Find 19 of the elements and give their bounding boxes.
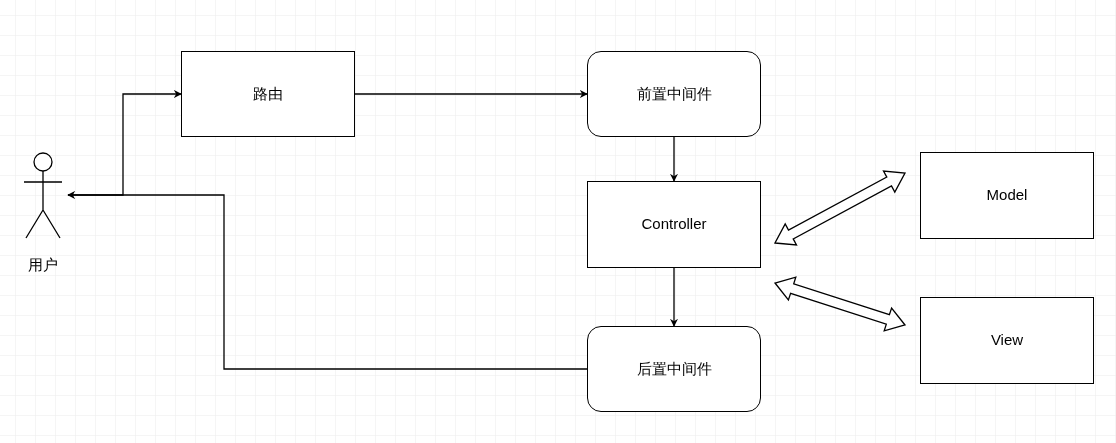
double-block-arrow <box>773 170 907 246</box>
box-label: 前置中间件 <box>636 83 712 104</box>
box-label: 路由 <box>253 83 283 104</box>
box-label: 后置中间件 <box>636 358 712 379</box>
arrow <box>670 136 678 182</box>
double-block-arrow <box>773 276 907 332</box>
arrow <box>670 267 678 327</box>
box-label: Model <box>986 185 1028 206</box>
actor-label: 用户 <box>28 255 58 275</box>
rounded-process-box <box>587 326 761 412</box>
process-box <box>587 181 761 268</box>
arrow <box>354 90 588 98</box>
process-box <box>181 51 355 137</box>
process-box <box>920 297 1094 384</box>
box-label: Controller <box>641 214 707 235</box>
rounded-process-box <box>587 51 761 137</box>
process-box <box>920 152 1094 239</box>
box-label: View <box>990 330 1024 351</box>
arrow <box>67 191 588 370</box>
